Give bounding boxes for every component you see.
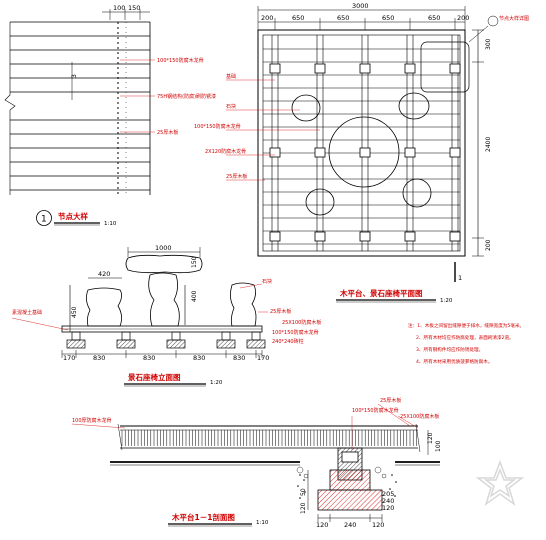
section-dim-bottom-3: 120 xyxy=(372,521,384,529)
note-1: 注：1、木板之间留出缝隙便于排水，缝隙宽度为5毫米。 xyxy=(408,322,524,329)
plan-dim-right-3: 200 xyxy=(485,239,492,251)
plan-detail-callout: 节点大样详图 xyxy=(499,15,529,22)
plan-scale: 1:20 xyxy=(440,298,453,304)
detail-label-joist: 100*150防腐木龙骨 xyxy=(157,57,204,64)
elev-dim-bottom-2: 830 xyxy=(93,354,105,362)
note-3: 3、所有钢构件均应作防锈处理。 xyxy=(416,346,483,353)
elev-scale: 1:20 xyxy=(210,380,223,386)
section-dim-right-1: 120 xyxy=(427,432,434,444)
plan-label-stone: 石块 xyxy=(226,103,236,110)
section-dim-bottom-1: 120 xyxy=(316,521,328,529)
elev-label-board: 25厚木板 xyxy=(270,308,291,315)
elev-dim-bottom-6: 170 xyxy=(257,354,269,362)
elev-title: 景石座椅立面图 xyxy=(128,372,181,382)
plan-label-joist: 100*150防腐木龙骨 xyxy=(194,123,241,130)
detail-label-board: 25厚木板 xyxy=(157,129,178,136)
elev-dim-top: 1000 xyxy=(155,244,172,252)
plan-dim-top-6: 200 xyxy=(457,14,469,22)
section-dim-bottom-2: 240 xyxy=(344,521,356,529)
plan-label-base: 基础 xyxy=(226,73,236,80)
elev-dim-bottom-5: 830 xyxy=(233,354,245,362)
section-dim-side-3: 205 xyxy=(382,490,394,498)
elev-dim-bottom-3: 830 xyxy=(143,354,155,362)
plan-dim-total: 3000 xyxy=(352,2,369,10)
plan-dim-top-5: 650 xyxy=(428,14,440,22)
detail-partial-view: 100 150 3 100*150防腐木龙骨 xyxy=(4,4,216,227)
plan-label-board: 25厚木板 xyxy=(226,173,247,180)
detail-marker-scale: 1:10 xyxy=(104,221,117,227)
elev-label-slat: 25X100防腐木板 xyxy=(282,319,321,326)
plan-section-mark: 1 xyxy=(458,274,462,282)
plan-view: 3000 200 650 650 650 650 200 xyxy=(194,2,529,304)
section-label-right-1: 25厚木板 xyxy=(380,397,401,404)
elev-dim-h2: 400 xyxy=(191,290,198,302)
elev-dim-width: 420 xyxy=(98,270,110,278)
elev-label-joist: 100*150防腐木龙骨 xyxy=(272,329,319,336)
detail-marker-number: 1 xyxy=(41,215,47,225)
section-dim-side-5: 120 xyxy=(382,504,394,512)
plan-dim-top-2: 650 xyxy=(292,14,304,22)
detail-marker-title: 节点大样 xyxy=(58,211,88,221)
elev-label-stone: 石块 xyxy=(262,278,272,285)
elev-dim-bottom-4: 830 xyxy=(193,354,205,362)
section-view: 120 240 120 120 50 205 240 120 120 100 1… xyxy=(71,397,442,529)
detail-dim-2: 150 xyxy=(128,4,140,12)
plan-label-joist-2: 2X120防腐木龙骨 xyxy=(205,148,246,155)
elev-dim-bottom-1: 170 xyxy=(63,354,75,362)
note-4: 4、所有木材采用优质菠萝格防腐木。 xyxy=(416,358,492,365)
section-scale: 1:10 xyxy=(256,520,269,526)
section-dim-side-4: 240 xyxy=(382,497,394,505)
detail-dim-1: 100 xyxy=(113,4,125,12)
notes-block: 注：1、木板之间留出缝隙便于排水，缝隙宽度为5毫米。 2、所有木材均应作防腐处理… xyxy=(408,322,524,365)
note-2: 2、所有木材均应作防腐处理，表面刷清漆2道。 xyxy=(416,334,514,341)
detail-dim-side: 3 xyxy=(71,74,78,78)
elev-dim-h3: 150 xyxy=(191,256,198,268)
detail-marker-circle xyxy=(36,210,52,226)
plan-dim-top-1: 200 xyxy=(261,14,273,22)
elev-label-pier: 240*240砖柱 xyxy=(272,338,304,345)
section-title: 木平台1－1剖面图 xyxy=(171,512,235,522)
section-dim-side-1: 120 xyxy=(300,502,307,514)
detail-label-steel: 75H钢结构(防腐)刷防锈漆 xyxy=(157,93,216,100)
section-label-right-3: 25X100防腐木板 xyxy=(400,413,439,420)
plan-dim-right-2: 2400 xyxy=(485,137,492,152)
elevation-view: 1000 420 450 400 150 xyxy=(11,244,321,387)
plan-dim-top-4: 650 xyxy=(382,14,394,22)
watermark-logo xyxy=(475,459,525,506)
plan-dim-top-3: 650 xyxy=(337,14,349,22)
plan-title: 木平台、景石座椅平面图 xyxy=(339,288,423,298)
section-dim-side-2: 50 xyxy=(300,488,307,496)
plan-dim-right-1: 300 xyxy=(485,38,492,50)
elev-dim-h1: 450 xyxy=(71,306,78,318)
section-label-right-2: 100*150防腐木龙骨 xyxy=(352,407,399,414)
section-dim-right-2: 100 xyxy=(435,440,442,452)
elev-label-base: 素混凝土基础 xyxy=(12,309,42,316)
section-label-left: 100厚防腐木龙骨 xyxy=(72,417,112,424)
